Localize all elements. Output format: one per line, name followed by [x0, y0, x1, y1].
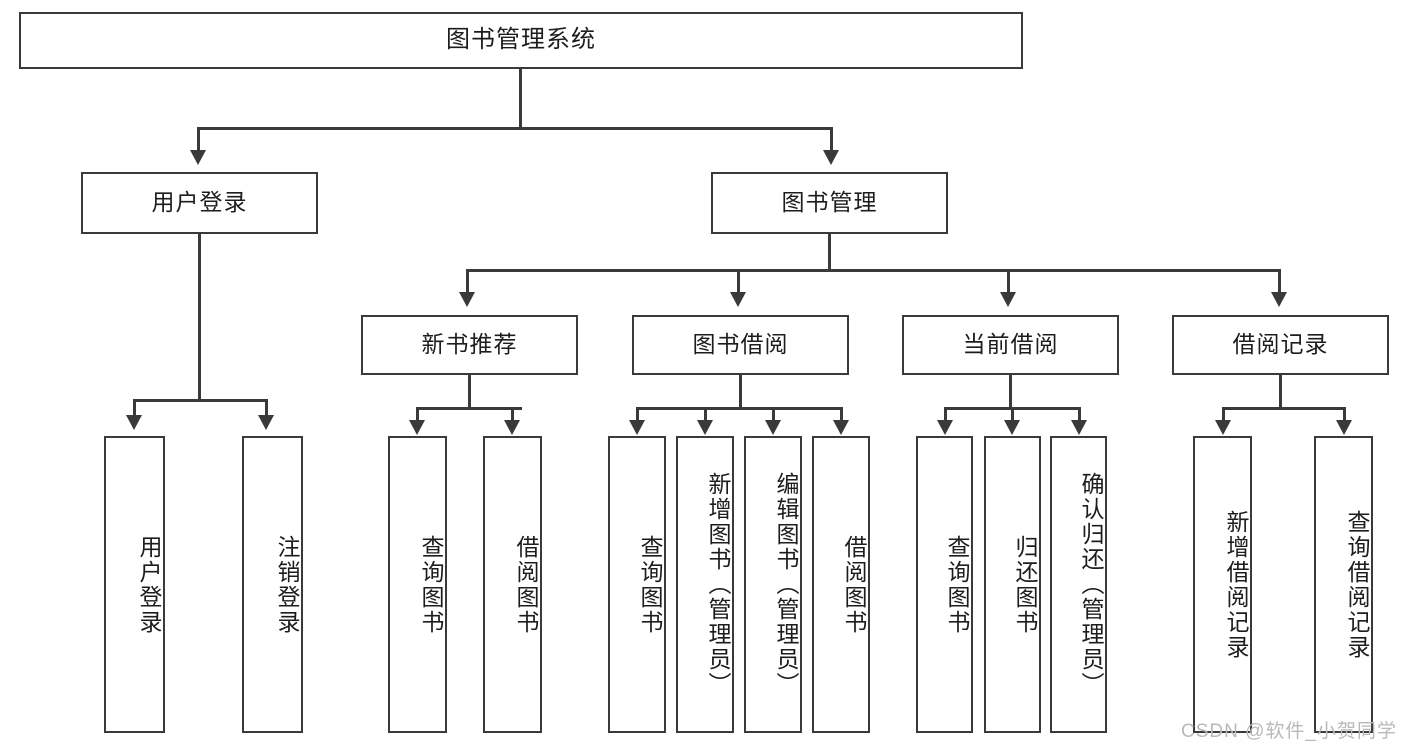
node-label: 图书管理 [781, 189, 878, 216]
arrow-book-manage-to-current-borrow [1000, 292, 1016, 307]
node-label: 用户登录 [151, 189, 248, 216]
node-leaf-confirm-return[interactable]: 确认归还（管理员） [1050, 436, 1107, 733]
connector-book-borrow-to-leaf-1 [636, 407, 639, 421]
node-borrow-record[interactable]: 借阅记录 [1172, 315, 1389, 375]
csdn-watermark: CSDN @软件_小贺同学 [1181, 721, 1397, 742]
arrow-current-borrow-to-leaf-1 [937, 420, 953, 435]
connector-borrow-record-to-leaf-2 [1343, 407, 1346, 421]
node-label: 当前借阅 [962, 331, 1059, 358]
connector-book-borrow-to-leaf-4 [840, 407, 843, 421]
arrow-book-manage-to-borrow-record [1271, 292, 1287, 307]
node-label: 查询图书 [944, 534, 970, 635]
connector-current-borrow-stem [1009, 375, 1012, 408]
node-leaf-add-record[interactable]: 新增借阅记录 [1193, 436, 1252, 733]
node-label: 新书推荐 [421, 331, 518, 358]
arrow-book-manage-to-new-book-rec [459, 292, 475, 307]
node-label: 编辑图书（管理员） [773, 472, 799, 697]
arrow-new-book-rec-to-leaf-1 [409, 420, 425, 435]
arrow-new-book-rec-to-leaf-2 [504, 420, 520, 435]
connector-borrow-record-to-leaf-1 [1222, 407, 1225, 421]
node-leaf-query-book-1[interactable]: 查询图书 [388, 436, 447, 733]
connector-user-login-to-leaf-1 [133, 399, 136, 417]
node-label: 查询借阅记录 [1344, 509, 1370, 660]
connector-borrow-record-stem [1279, 375, 1282, 408]
connector-book-manage-to-borrow-record [1278, 269, 1281, 293]
node-label: 借阅记录 [1232, 331, 1329, 358]
connector-book-borrow-to-leaf-3 [772, 407, 775, 421]
node-label: 借阅图书 [513, 534, 539, 635]
connector-book-manage-to-current-borrow [1007, 269, 1010, 293]
connector-root-to-user-login [197, 127, 200, 152]
node-book-borrow[interactable]: 图书借阅 [632, 315, 849, 375]
arrow-current-borrow-to-leaf-2 [1004, 420, 1020, 435]
arrow-book-borrow-to-leaf-4 [833, 420, 849, 435]
node-label: 图书管理系统 [446, 26, 596, 54]
node-leaf-borrow-book-2[interactable]: 借阅图书 [812, 436, 870, 733]
node-leaf-query-record[interactable]: 查询借阅记录 [1314, 436, 1373, 733]
node-label: 查询图书 [418, 534, 444, 635]
connector-borrow-record-bus [1222, 407, 1344, 410]
connector-book-manage-stem [828, 234, 831, 270]
node-label: 新增图书（管理员） [705, 472, 731, 697]
arrow-book-borrow-to-leaf-1 [629, 420, 645, 435]
connector-user-login-to-leaf-2 [265, 399, 268, 417]
connector-book-manage-to-new-book-rec [466, 269, 469, 293]
connector-root-bus [197, 127, 832, 130]
connector-book-borrow-bus [636, 407, 842, 410]
arrow-current-borrow-to-leaf-3 [1071, 420, 1087, 435]
node-leaf-add-book[interactable]: 新增图书（管理员） [676, 436, 734, 733]
node-root-system[interactable]: 图书管理系统 [19, 12, 1023, 69]
arrow-book-borrow-to-leaf-3 [765, 420, 781, 435]
node-book-manage[interactable]: 图书管理 [711, 172, 948, 234]
arrow-user-login-to-leaf-1 [126, 415, 142, 430]
node-label: 图书借阅 [692, 331, 789, 358]
arrow-user-login-to-leaf-2 [258, 415, 274, 430]
connector-root-to-book-manage [830, 127, 833, 152]
arrow-borrow-record-to-leaf-2 [1336, 420, 1352, 435]
arrow-root-to-book-manage [823, 150, 839, 165]
arrow-book-borrow-to-leaf-2 [697, 420, 713, 435]
connector-current-borrow-to-leaf-2 [1011, 407, 1014, 421]
connector-new-book-rec-stem [468, 375, 471, 408]
node-label: 归还图书 [1012, 534, 1038, 635]
connector-user-login-stem [198, 234, 201, 400]
connector-book-borrow-stem [739, 375, 742, 408]
node-label: 用户登录 [136, 534, 162, 635]
node-label: 新增借阅记录 [1223, 509, 1249, 660]
node-user-login[interactable]: 用户登录 [81, 172, 318, 234]
node-label: 借阅图书 [841, 534, 867, 635]
node-leaf-borrow-book-1[interactable]: 借阅图书 [483, 436, 542, 733]
connector-root-stem [519, 69, 522, 127]
node-label: 确认归还（管理员） [1078, 472, 1104, 697]
connector-book-borrow-to-leaf-2 [704, 407, 707, 421]
node-leaf-return-book[interactable]: 归还图书 [984, 436, 1041, 733]
connector-new-book-rec-bus [416, 407, 522, 410]
node-label: 注销登录 [274, 534, 300, 635]
arrow-root-to-user-login [190, 150, 206, 165]
connector-current-borrow-to-leaf-1 [944, 407, 947, 421]
node-current-borrow[interactable]: 当前借阅 [902, 315, 1119, 375]
connector-user-login-bus [133, 399, 265, 402]
connector-new-book-rec-to-leaf-2 [511, 407, 514, 421]
connector-current-borrow-to-leaf-3 [1078, 407, 1081, 421]
node-leaf-query-book-3[interactable]: 查询图书 [916, 436, 973, 733]
node-leaf-query-book-2[interactable]: 查询图书 [608, 436, 666, 733]
arrow-book-manage-to-book-borrow [730, 292, 746, 307]
arrow-borrow-record-to-leaf-1 [1215, 420, 1231, 435]
node-leaf-edit-book[interactable]: 编辑图书（管理员） [744, 436, 802, 733]
node-leaf-user-logout[interactable]: 注销登录 [242, 436, 303, 733]
connector-book-manage-bus [466, 269, 1278, 272]
node-leaf-user-login[interactable]: 用户登录 [104, 436, 165, 733]
node-new-book-rec[interactable]: 新书推荐 [361, 315, 578, 375]
connector-book-manage-to-book-borrow [737, 269, 740, 293]
connector-new-book-rec-to-leaf-1 [416, 407, 419, 421]
node-label: 查询图书 [637, 534, 663, 635]
